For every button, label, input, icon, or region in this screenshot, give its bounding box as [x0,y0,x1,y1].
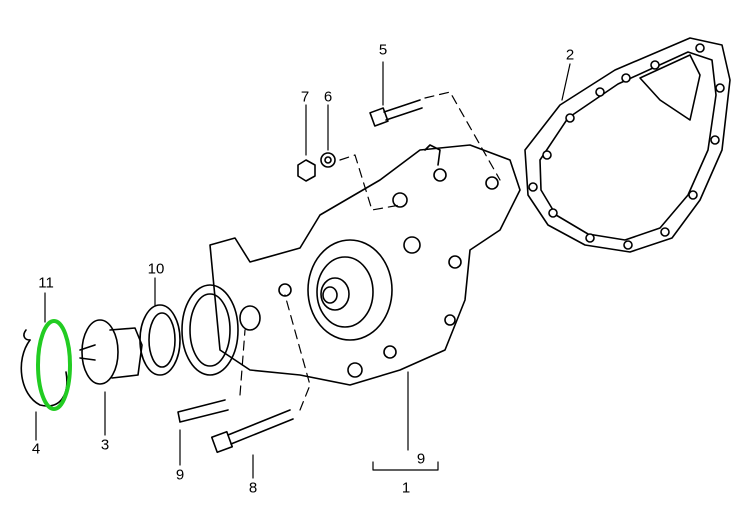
callout-1: 1 [401,479,411,497]
callout-3: 3 [100,436,110,454]
washer-part-6 [320,152,336,168]
o-ring-part-11-highlighted [36,319,72,411]
callout-4: 4 [31,440,41,458]
dashed-leaders [239,91,501,411]
callout-11: 11 [38,274,54,292]
callout-6: 6 [323,88,333,106]
nut-part-7 [297,159,316,182]
callout-9-housing: 9 [416,450,426,468]
bolt-part-8 [210,409,294,454]
callout-8: 8 [248,479,258,497]
callout-2: 2 [565,46,575,64]
thermostat-part-3 [79,319,143,385]
callout-10: 10 [147,260,165,278]
seal-ring-part-10 [139,304,181,376]
stud-part-9 [177,399,229,423]
water-pump-housing-part-9 [181,144,521,386]
callout-7: 7 [300,88,310,106]
gasket-part-2 [524,37,731,253]
callout-5: 5 [378,41,388,59]
leader-lines [35,61,571,479]
callout-9-stud: 9 [175,466,185,484]
bolt-part-5 [369,99,423,127]
